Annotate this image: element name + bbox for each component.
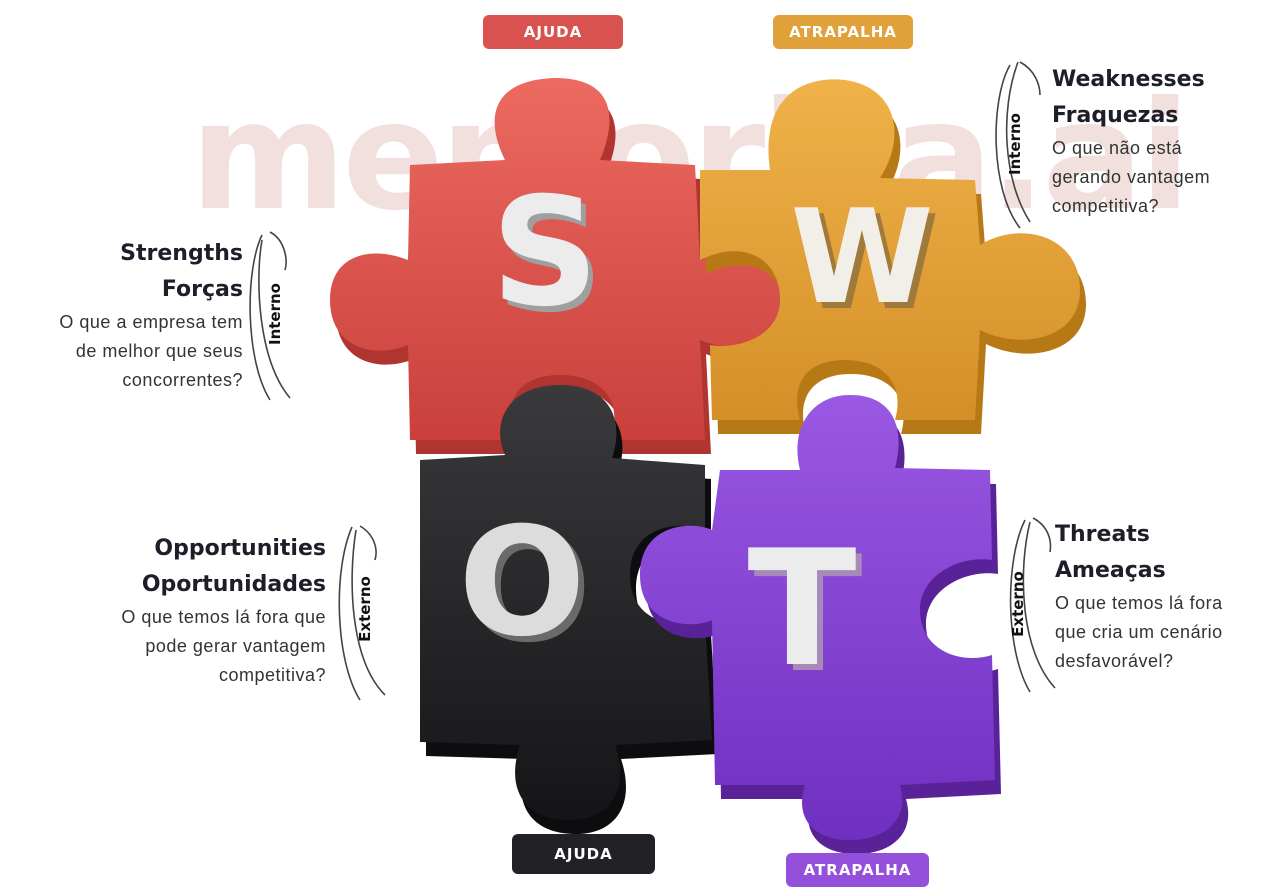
- strengths-block: Strengths Forças O que a empresa tem de …: [0, 236, 243, 395]
- opportunities-desc-1: O que temos lá fora que: [121, 607, 326, 627]
- threats-block: Threats Ameaças O que temos lá fora que …: [1055, 517, 1284, 676]
- letter-w: W: [790, 181, 933, 333]
- tag-top-left: AJUDA: [483, 15, 623, 49]
- letter-t: T: [747, 515, 856, 702]
- piece-w: W W: [700, 79, 1086, 434]
- opportunities-block: Opportunities Oportunidades O que temos …: [0, 531, 326, 690]
- strengths-desc-3: concorrentes?: [122, 370, 243, 390]
- weaknesses-desc-2: gerando vantagem: [1052, 167, 1211, 187]
- bracket-scribbles: [249, 61, 1056, 701]
- strengths-desc-2: de melhor que seus: [75, 341, 243, 361]
- letter-o-shadow: O: [464, 502, 592, 676]
- letter-w-shadow: W: [796, 187, 939, 339]
- tag-bottom-left: AJUDA: [512, 834, 655, 874]
- piece-t: T T: [640, 395, 1001, 854]
- letter-s: S: [491, 166, 599, 340]
- opportunities-scope: Externo: [356, 576, 374, 642]
- strengths-title: Strengths: [120, 241, 243, 266]
- weaknesses-title: Weaknesses: [1052, 67, 1205, 92]
- opportunities-title: Opportunities: [154, 536, 326, 561]
- piece-o: O O: [420, 385, 718, 834]
- weaknesses-subtitle: Fraquezas: [1052, 103, 1179, 128]
- piece-s: S S: [330, 78, 786, 454]
- tag-bottom-right: ATRAPALHA: [786, 853, 929, 887]
- strengths-scope: Interno: [266, 283, 284, 345]
- threats-desc-2: que cria um cenário: [1055, 622, 1223, 642]
- weaknesses-desc-3: competitiva?: [1052, 196, 1160, 216]
- strengths-subtitle: Forças: [161, 277, 243, 302]
- weaknesses-block: Weaknesses Fraquezas O que não está gera…: [1052, 62, 1284, 221]
- strengths-desc-1: O que a empresa tem: [59, 312, 243, 332]
- weaknesses-desc-1: O que não está: [1052, 138, 1183, 158]
- opportunities-subtitle: Oportunidades: [141, 572, 326, 597]
- letter-s-shadow: S: [496, 172, 604, 346]
- threats-subtitle: Ameaças: [1055, 558, 1166, 583]
- threats-desc-3: desfavorável?: [1055, 651, 1174, 671]
- threats-scope: Externo: [1009, 571, 1027, 637]
- opportunities-desc-3: competitiva?: [218, 665, 326, 685]
- letter-t-shadow: T: [753, 521, 862, 708]
- threats-desc-1: O que temos lá fora: [1055, 593, 1223, 613]
- letter-o: O: [458, 496, 586, 670]
- threats-title: Threats: [1055, 522, 1150, 547]
- weaknesses-scope: Interno: [1006, 113, 1024, 175]
- tag-top-right: ATRAPALHA: [773, 15, 913, 49]
- opportunities-desc-2: pode gerar vantagem: [145, 636, 326, 656]
